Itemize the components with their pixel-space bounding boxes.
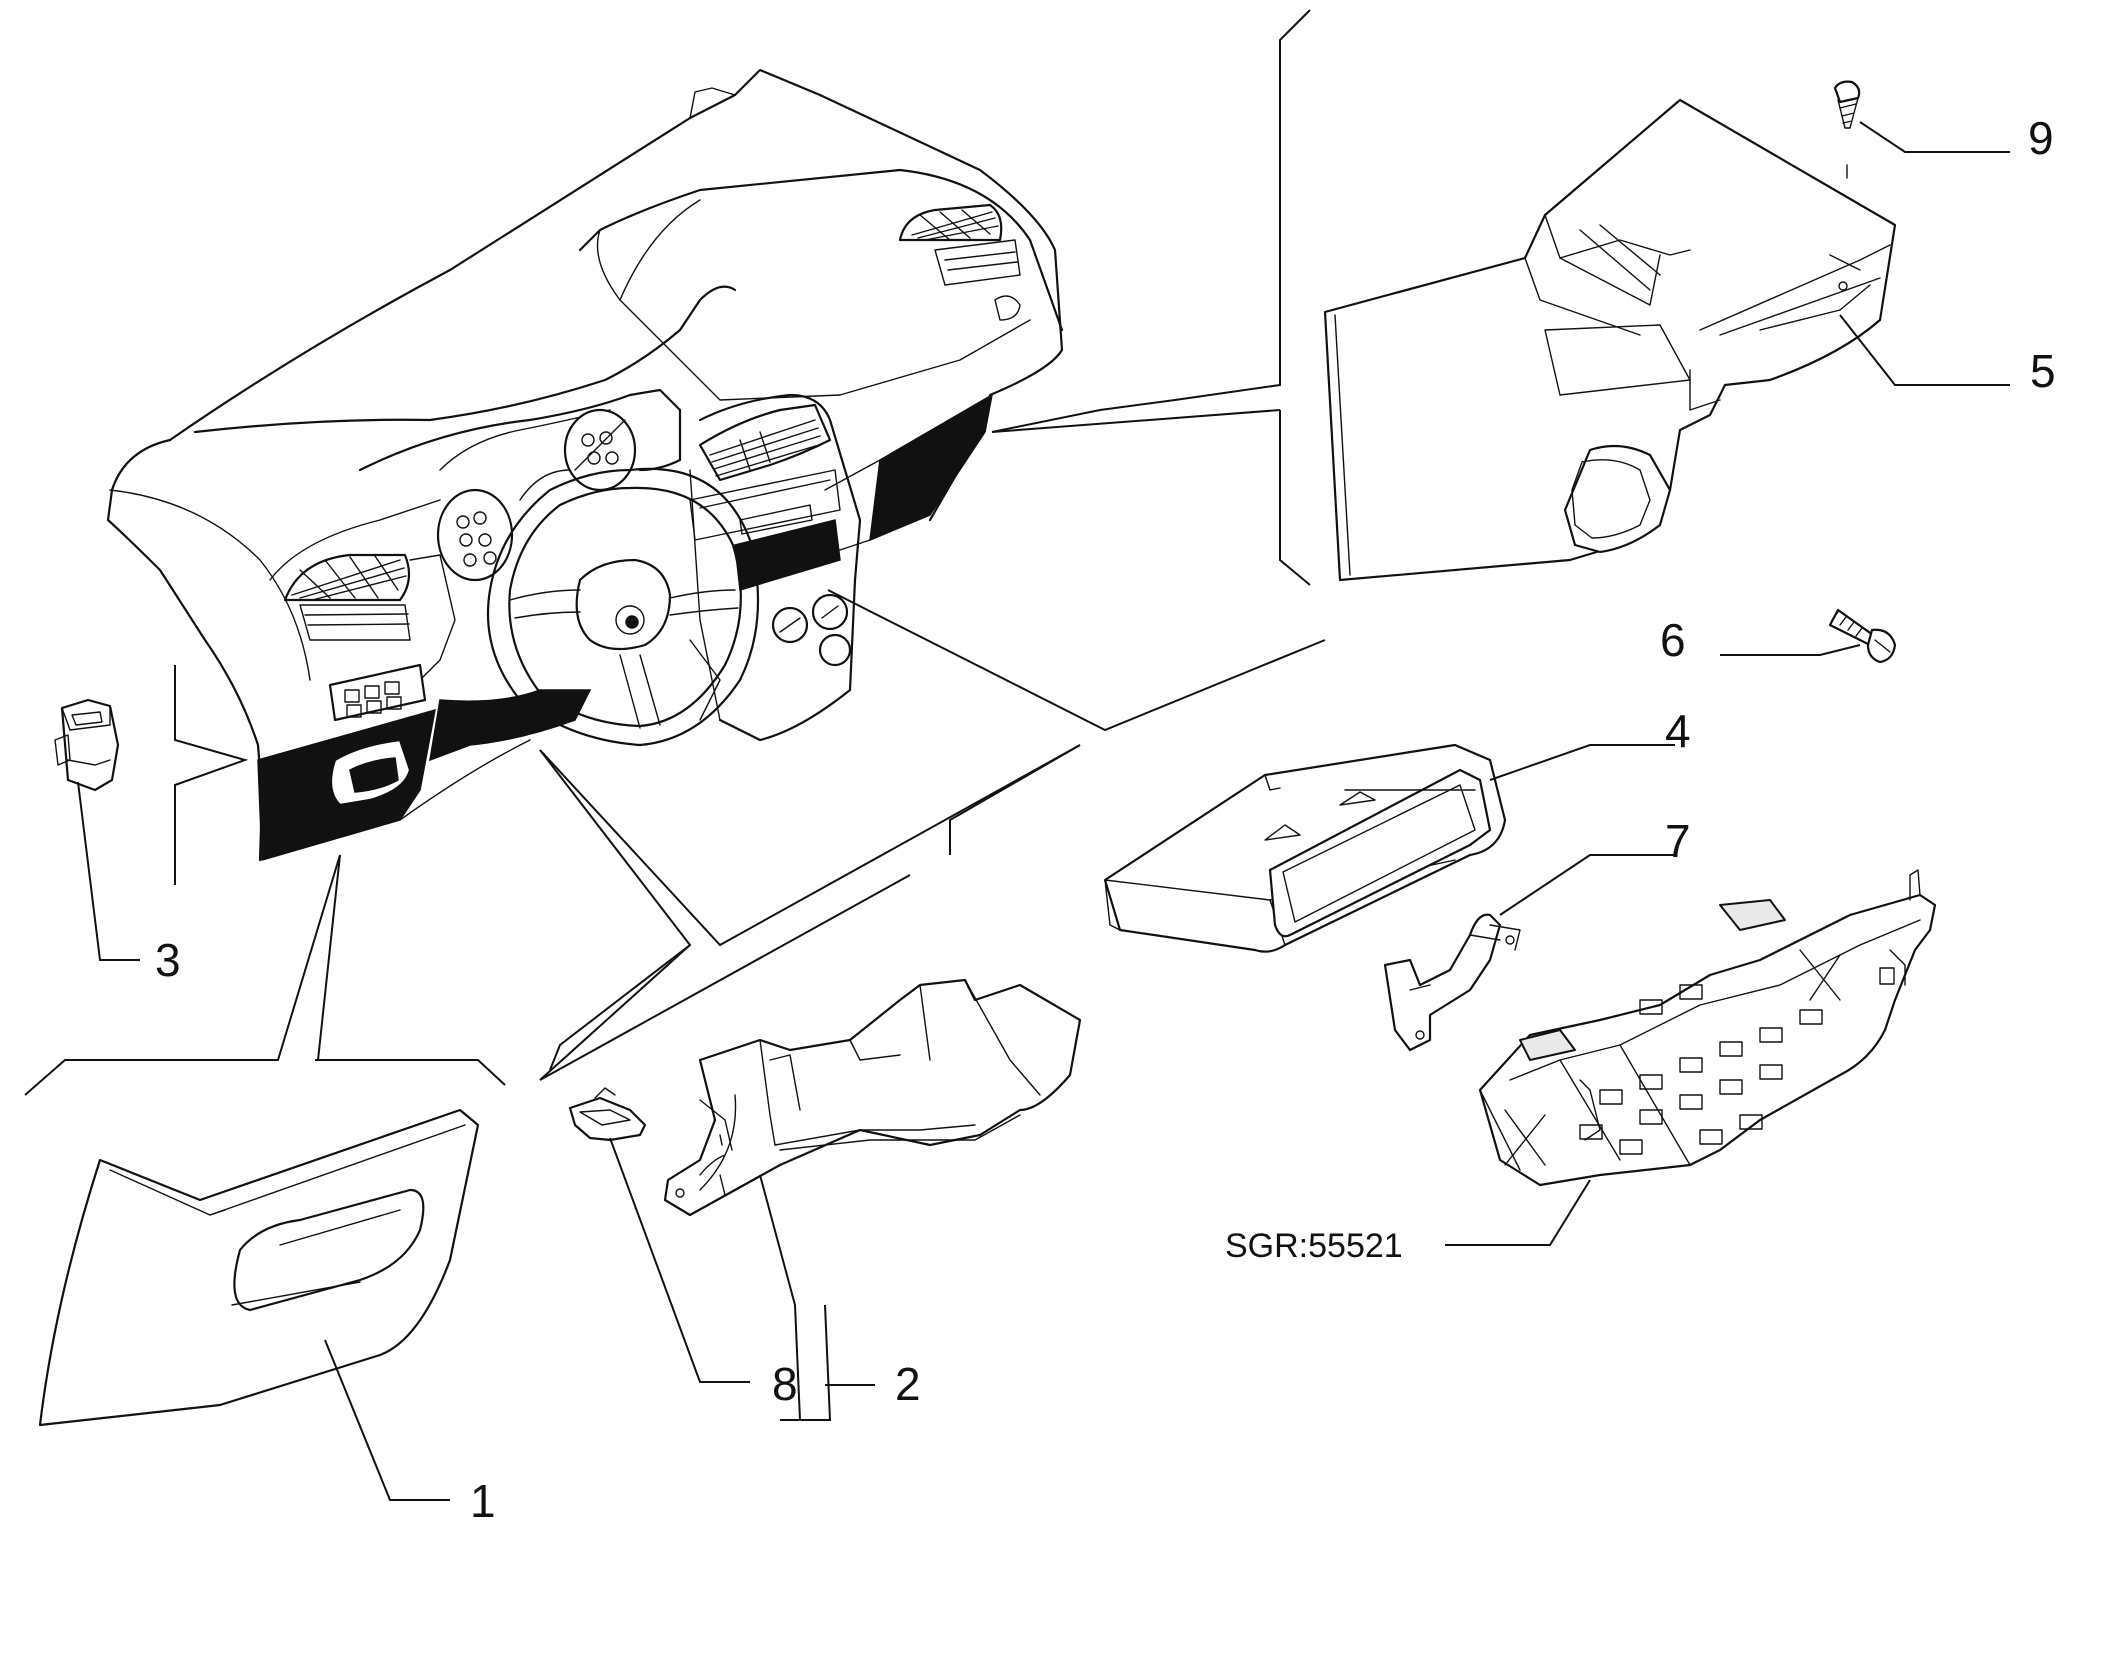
callout-3: 3 [155,934,181,986]
callout-5: 5 [2030,345,2056,397]
callout-labels: 1 2 3 4 5 6 7 8 9 SGR:55521 [155,112,2056,1527]
callout-1: 1 [470,1475,496,1527]
callout-4: 4 [1665,705,1691,757]
glovebox-frame-assembly [1445,869,1937,1246]
storage-tray-part-4 [1103,743,1675,953]
dashboard-assembly [106,68,1064,862]
glovebox-lid-part-2 [663,978,1082,1421]
lower-panel-part-1 [38,1108,480,1501]
glovebox-bin-part-5 [1323,98,2010,582]
latch-part-8 [568,1087,750,1383]
hinge-bracket-part-7 [1383,854,1675,1052]
bolt-part-6 [1720,608,1897,664]
leader-lines [24,9,1326,1096]
callout-9: 9 [2028,112,2054,164]
clip-part-3 [54,698,140,961]
reference-code: SGR:55521 [1225,1227,1403,1265]
callout-8: 8 [772,1358,798,1410]
callout-6: 6 [1660,614,1686,666]
callout-2: 2 [895,1358,921,1410]
callout-7: 7 [1665,815,1691,867]
screw-part-9 [1833,80,2010,179]
